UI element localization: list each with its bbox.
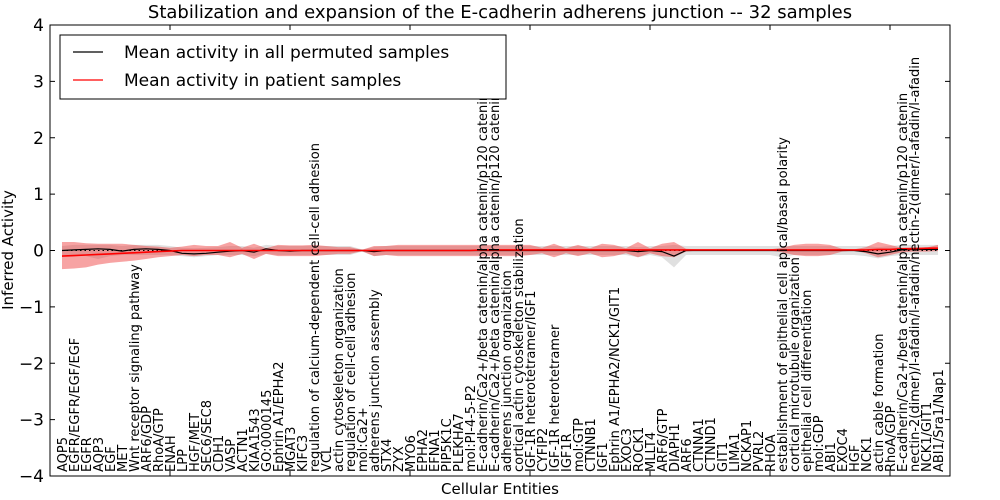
x-tick-label: epithelial cell differentiation [800,290,815,472]
legend-label-patient: Mean activity in patient samples [124,71,401,91]
x-tick-label: CTNND1 [704,417,719,472]
x-tick-label: RHOA [764,434,779,472]
x-tick-label: DIAPH1 [668,423,683,472]
x-tick-label: HGF/MET [188,413,203,472]
x-tick-label: CYFIP2 [536,428,551,472]
x-tick-label: AQP5 [56,437,71,472]
y-tick-label: 2 [33,129,44,149]
x-tick-label: regulation of calcium-dependent cell-cel… [308,143,323,472]
x-tick-label: ZYX [392,446,407,472]
x-tick-label: cortical microtubule organization [788,257,803,472]
legend-label-permuted: Mean activity in all permuted samples [124,43,449,63]
y-tick-label: −4 [19,467,44,487]
x-tick-label: ARF6/GTP [656,408,671,472]
x-tick-label: EGFR/EGFR/EGF/EGF [68,338,83,472]
legend-box [59,34,507,100]
x-tick-label: VCL [320,446,335,472]
x-tick-label: PLEKHA7 [452,413,467,472]
x-tick-label: PIP5K1C [440,418,455,472]
chart-title: Stabilization and expansion of the E-cad… [148,2,852,23]
y-tick-label: −2 [19,354,44,374]
legend: Mean activity in all permuted samples Me… [59,34,507,100]
x-tick-label: CTNNA1 [692,418,707,472]
x-tick-label: GIT1 [716,442,731,472]
x-tick-label: IGF-1R heterotetramer [548,324,563,472]
series-line-1 [61,247,938,257]
x-tick-label: CTNNB1 [584,418,599,472]
x-tick-label: IGF-1R heterotetramer/IGF1 [524,291,539,472]
x-tick-label: mol:Ca2+ [356,407,371,472]
x-tick-label: VASP [224,439,239,472]
x-tick-label: KIAA1543 [248,408,263,472]
x-tick-label: MYO6 [404,435,419,472]
x-tick-label: mol:GDP [812,415,827,472]
x-tick-label: RhoA/GTP [152,408,167,472]
x-tick-label: mol:PI-4-5-P2 [464,385,479,472]
x-tick-label: EGF [104,446,119,472]
x-tick-label: EGFR [80,437,95,472]
x-tick-label: NCK1/GIT1 [920,402,935,472]
x-tick-label: AQP3 [92,437,107,472]
x-tick-label: E-cadherin/Ca2+/beta catenin/alpha caten… [896,93,911,472]
x-tick-label: RhoA/GDP [884,405,899,472]
x-tick-label: SEC6/SEC8 [200,400,215,472]
x-tick-label: NCKAP1 [740,420,755,472]
x-tick-label: Wnt receptor signaling pathway [128,264,143,472]
x-tick-label: ACTN1 [236,428,251,472]
x-tick-label: LIMA1 [728,433,743,472]
y-tick-label: 0 [33,242,44,262]
x-tick-label: IGF1 [596,442,611,472]
x-tick-label: ABI1/Sra1/Nap1 [932,369,947,472]
x-axis-label: Cellular Entities [441,480,559,498]
x-tick-label: ROCK1 [632,427,647,472]
x-tick-label: EFNA1 [428,429,443,472]
x-tick-label: actin cytoskeleton organization [332,268,347,472]
x-tick-label: ARF6/GDP [140,406,155,472]
x-tick-label: EXOC4 [836,428,851,472]
axis-ticks: −4 −3 −2 −1 0 1 2 3 4 [19,16,950,487]
x-tick-label: ENAH [164,435,179,472]
x-tick-label: ARF6 [680,438,695,472]
y-tick-label: 3 [33,72,44,92]
x-tick-label: EXOC3 [620,428,635,472]
y-tick-label: 4 [33,16,44,36]
x-tick-label: cortical actin cytoskeleton stabilizatio… [512,218,527,472]
x-tick-label: KIFC3 [296,435,311,472]
x-tick-label: LPP [176,449,191,472]
x-tick-label: MET [116,445,131,472]
band-series-1 [62,242,938,270]
y-tick-label: −1 [19,298,44,318]
y-axis-label: Inferred Activity [0,190,17,310]
x-tick-label: E-cadherin/Ca2+/beta catenin/alpha caten… [476,79,491,472]
x-tick-label: MLLT4 [644,432,659,472]
x-tick-label: STX4 [380,439,395,472]
x-tick-label: EPHA2 [416,429,431,472]
x-tick-label: GO:0000145 [260,390,275,472]
x-tick-label: NCK1 [860,436,875,472]
x-tick-label: regulation of cell-cell adhesion [344,273,359,472]
x-tick-label: HGF [848,445,863,472]
x-tick-label: CDH1 [212,435,227,472]
x-tick-label: adherens junction organization [500,270,515,472]
x-tick-label: ABI1 [824,442,839,472]
x-tick-label: Ephrin A1/EPHA2 [272,361,287,472]
x-tick-label: adherens junction assembly [368,289,383,472]
x-tick-label: E-cadherin/Ca2+/beta catenin/alpha caten… [488,79,503,472]
x-tick-label: Ephrin A1/EPHA2/NCK1/GIT1 [608,287,623,472]
y-tick-label: −3 [19,411,44,431]
x-tick-label: nectin-2(dimer)/l-afadin/l-afadin/nectin… [908,57,923,472]
series-lines [61,247,938,257]
x-tick-label: PVRL2 [752,431,767,472]
x-tick-label: MGAT3 [284,427,299,472]
y-tick-label: 1 [33,185,44,205]
x-tick-label: actin cable formation [872,334,887,472]
x-tick-label: mol:GTP [572,418,587,472]
x-tick-label: establishment of epithelial cell apical/… [776,137,791,472]
x-tick-label: IGF1R [560,433,575,472]
